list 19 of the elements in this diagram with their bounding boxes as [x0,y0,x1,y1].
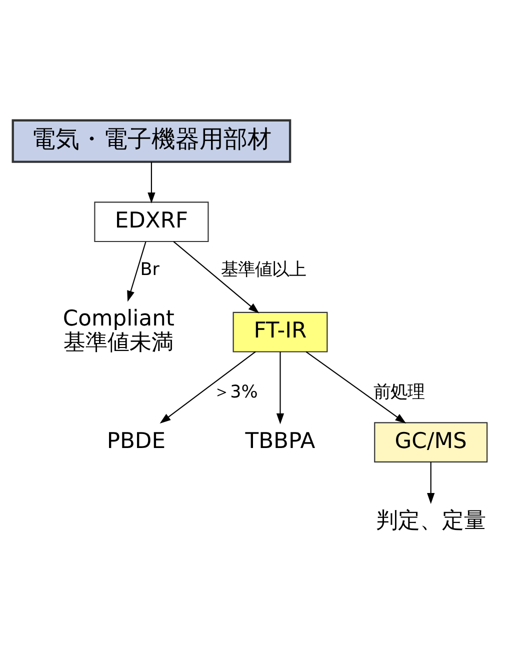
node-box: GC/MS [374,422,488,462]
edge-label: ＞3% [213,382,258,402]
edge-label: Br [140,260,160,280]
arrow [306,350,406,423]
arrow [148,162,156,203]
edge-label: 基準値以上 [220,260,306,280]
node-box: 電気・電子機器用部材 [12,118,292,162]
node-box: EDXRF [94,201,209,242]
arrow [160,350,256,424]
node-text: Compliant 基準値未満 [62,306,174,356]
node-text: 判定、定量 [376,508,486,533]
node-box: FT-IR [232,311,328,352]
arrow [427,462,435,504]
arrow [173,240,260,313]
node-text: TBBPA [245,428,316,454]
node-text: PBDE [106,428,166,454]
edge-label: 前処理 [374,382,425,402]
arrow [276,352,284,424]
arrow [127,241,146,302]
